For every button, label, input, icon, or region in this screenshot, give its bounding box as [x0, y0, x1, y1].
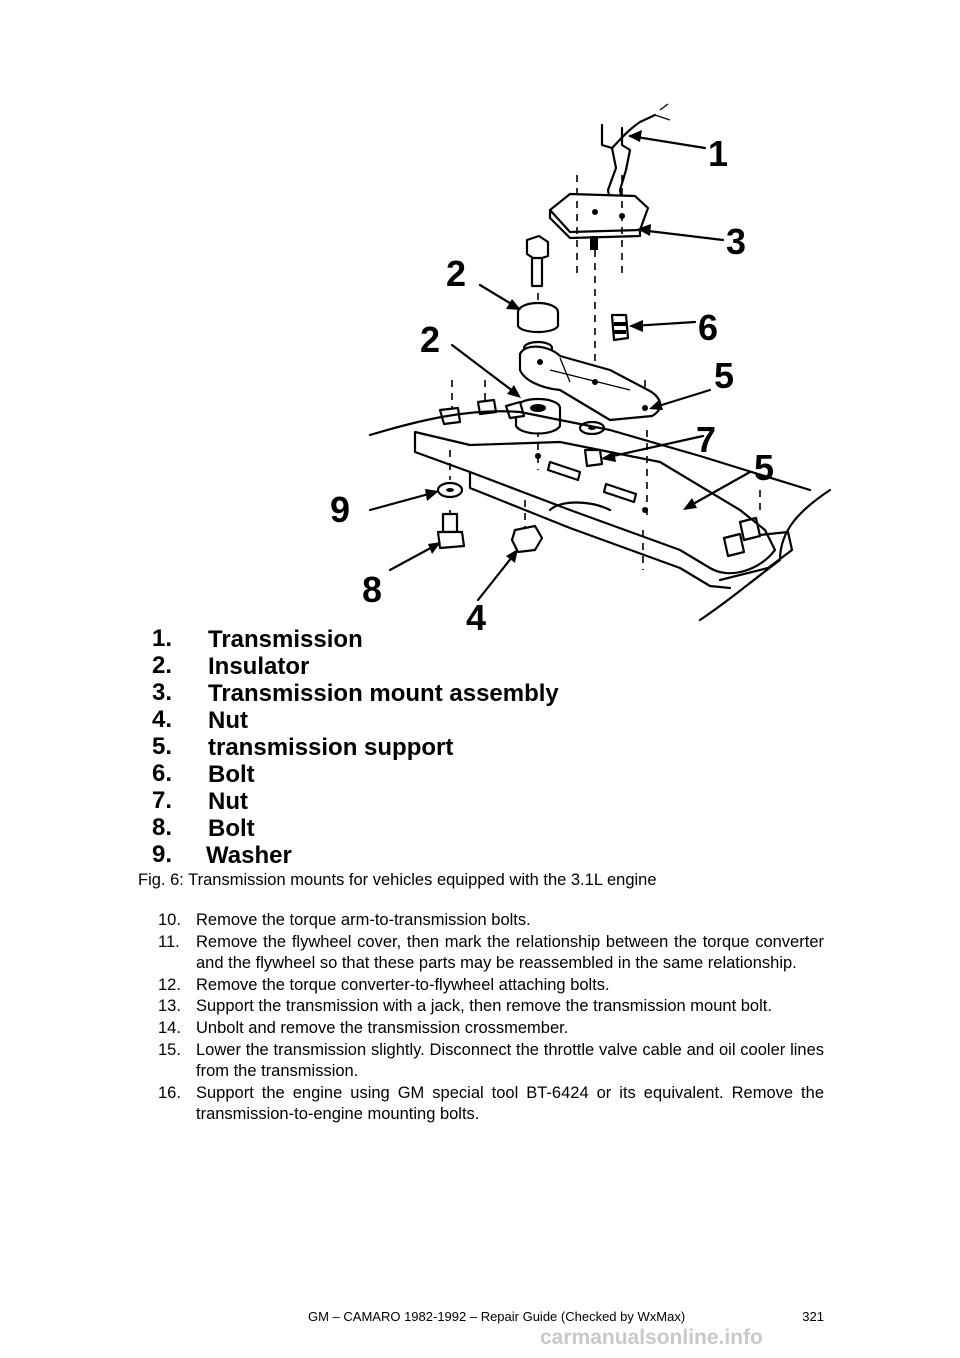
step-text: Lower the transmission slightly. Disconn… — [196, 1040, 824, 1081]
figure-caption: Fig. 6: Transmission mounts for vehicles… — [138, 871, 657, 889]
step-item: 15. Lower the transmission slightly. Disc… — [158, 1040, 824, 1083]
leader-lines — [368, 130, 752, 602]
step-item: 14. Unbolt and remove the transmission cr… — [158, 1018, 824, 1040]
callout-1: 1 — [708, 133, 728, 174]
legend-num: 6. — [152, 760, 172, 787]
crossmember — [368, 410, 832, 622]
legend-label: Nut — [208, 788, 248, 815]
page-number: 321 — [802, 1309, 824, 1324]
legend-num: 9. — [152, 841, 172, 868]
step-item: 12. Remove the torque converter-to-flywhe… — [158, 975, 824, 997]
watermark: carmanualsonline.info — [540, 1326, 763, 1349]
legend-label: Washer — [206, 842, 292, 869]
step-text: Remove the torque converter-to-flywheel … — [196, 975, 610, 994]
step-text: Unbolt and remove the transmission cross… — [196, 1018, 569, 1037]
legend-label: Bolt — [208, 815, 255, 842]
washer-9 — [436, 481, 464, 499]
step-text: Support the engine using GM special tool… — [196, 1083, 824, 1124]
callout-numbers: 1 3 2 6 2 5 7 5 9 8 4 — [330, 133, 774, 638]
transmission-fragment — [600, 103, 671, 204]
step-number: 16. — [158, 1083, 181, 1102]
step-number: 13. — [158, 997, 181, 1016]
legend-num: 2. — [152, 652, 172, 679]
legend-label: Bolt — [208, 761, 255, 788]
step-item: 10. Remove the torque arm-to-transmission… — [158, 910, 824, 932]
exploded-view-diagram: 1 3 2 6 2 5 7 5 9 8 4 1. Transmission 2.… — [152, 103, 832, 869]
callout-2-upper: 2 — [446, 253, 466, 294]
callout-6: 6 — [698, 307, 718, 348]
step-number: 11. — [158, 932, 180, 951]
legend-num: 1. — [152, 625, 172, 652]
procedure-steps: 10. Remove the torque arm-to-transmission… — [158, 910, 824, 1126]
step-item: 16. Support the engine using GM special t… — [158, 1083, 824, 1126]
step-number: 12. — [158, 975, 181, 994]
step-item: 13. Support the transmission with a jack,… — [158, 996, 824, 1018]
step-text: Remove the torque arm-to-transmission bo… — [196, 911, 531, 929]
callout-2-lower: 2 — [420, 319, 440, 360]
nut-4 — [510, 524, 544, 554]
upper-bolt-insulator — [516, 234, 560, 356]
step-number: 14. — [158, 1018, 181, 1037]
legend-label: transmission support — [208, 734, 453, 761]
step-text: Support the transmission with a jack, th… — [196, 997, 772, 1016]
legend-label: Transmission — [208, 626, 363, 653]
step-text: Remove the flywheel cover, then mark the… — [196, 932, 824, 973]
callout-8: 8 — [362, 569, 382, 610]
legend-num: 4. — [152, 706, 172, 733]
bolt-6 — [610, 313, 630, 342]
callout-3: 3 — [726, 221, 746, 262]
legend-num: 5. — [152, 733, 172, 760]
legend-label: Nut — [208, 707, 248, 734]
transmission-mount-figure: 1 3 2 6 2 5 7 5 9 8 4 1. Transmission 2.… — [140, 90, 840, 870]
callout-7: 7 — [696, 419, 716, 460]
step-number: 10. — [158, 911, 181, 929]
legend-label: Insulator — [208, 653, 309, 680]
mount-assembly — [548, 192, 650, 250]
footer-title: GM – CAMARO 1982-1992 – Repair Guide (Ch… — [308, 1309, 686, 1324]
legend-num: 8. — [152, 814, 172, 841]
callout-5-lower: 5 — [754, 447, 774, 488]
callout-4: 4 — [466, 597, 486, 638]
callout-9: 9 — [330, 489, 350, 530]
step-number: 15. — [158, 1040, 181, 1059]
callout-5-upper: 5 — [714, 355, 734, 396]
legend-label: Transmission mount assembly — [208, 680, 559, 707]
figure-legend: 1. Transmission 2. Insulator 3. Transmis… — [152, 625, 559, 869]
step-item: 11. Remove the flywheel cover, then mark … — [158, 932, 824, 975]
bolt-8 — [436, 512, 466, 550]
legend-num: 7. — [152, 787, 172, 814]
clips — [438, 398, 762, 558]
legend-num: 3. — [152, 679, 172, 706]
